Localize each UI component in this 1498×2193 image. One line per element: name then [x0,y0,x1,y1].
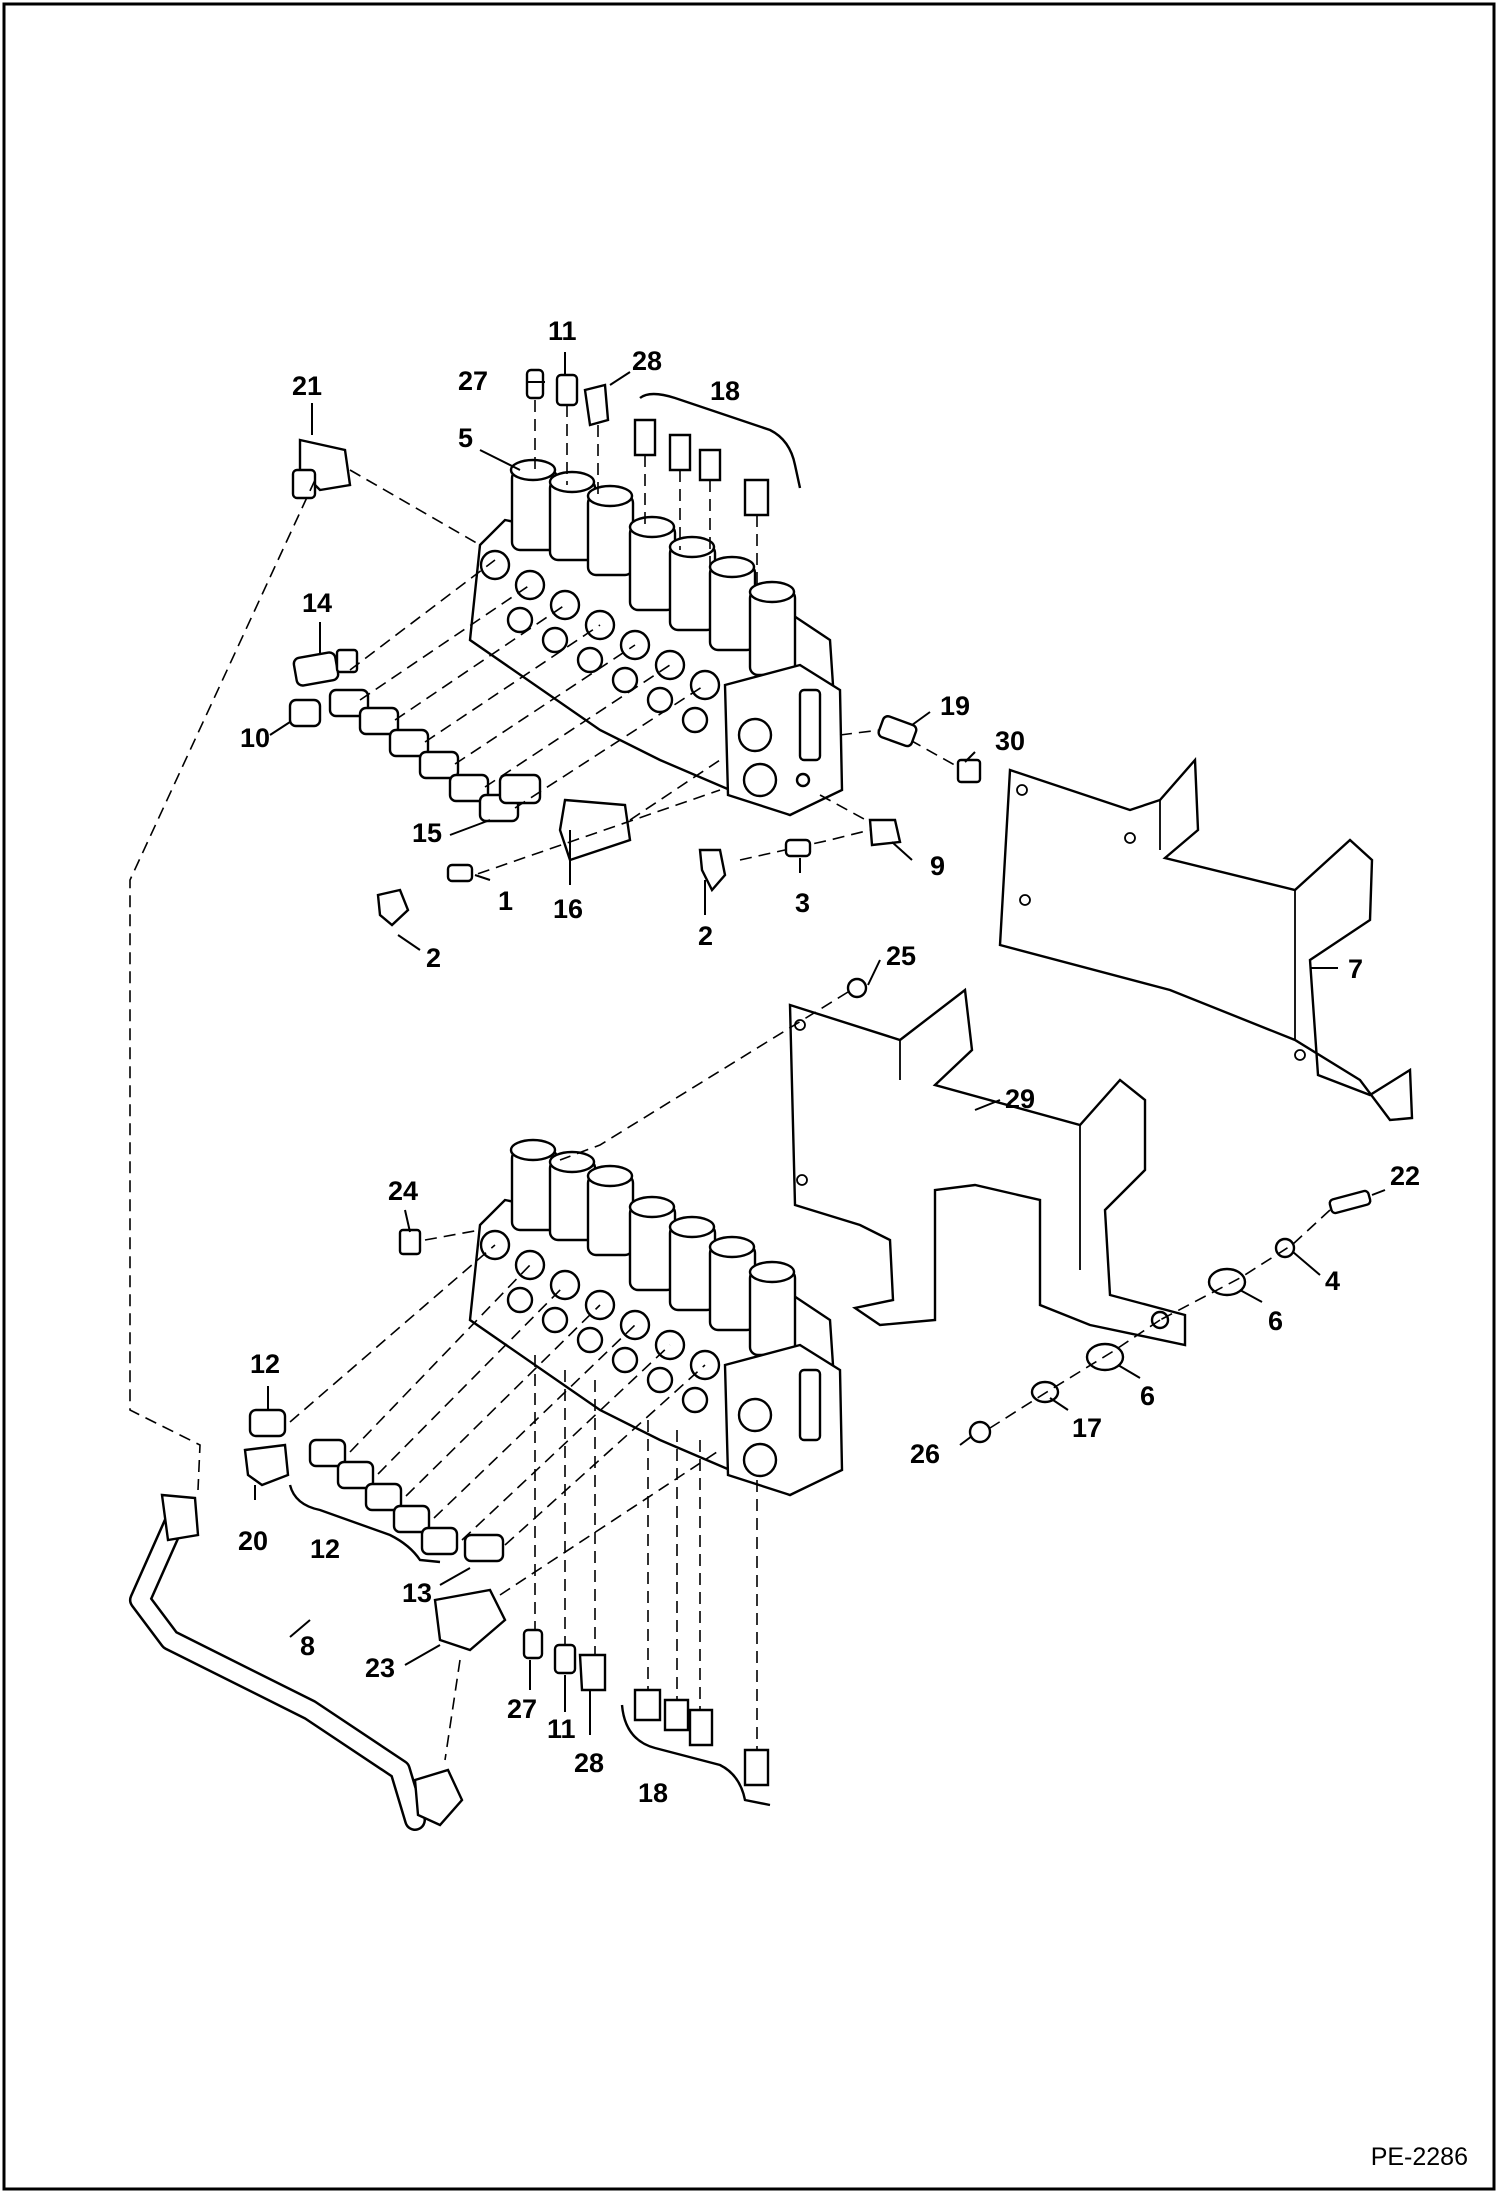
callout-25: 25 [886,941,916,971]
callouts: 21 27 11 28 18 5 14 10 19 30 15 1 16 2 2… [238,316,1420,1808]
callout-14: 14 [302,588,332,618]
callout-18-upper: 18 [710,376,740,406]
lower-valve-sections [509,1138,797,1357]
upper-valve-ports [479,549,721,734]
mounting-plate-29 [788,987,1187,1347]
callout-29: 29 [1005,1084,1035,1114]
callout-21: 21 [292,371,322,401]
elbow-fitting-21 [291,438,352,500]
callout-2-left: 2 [426,943,441,973]
callout-13: 13 [402,1578,432,1608]
leader-lines [254,352,1386,1735]
callout-5: 5 [458,423,473,453]
upper-small-fittings [376,818,902,927]
callout-28-lower: 28 [574,1748,604,1778]
tube-lower-dash [444,1659,461,1761]
lower-port-fittings [243,1244,721,1652]
lower-valve-ports [479,1229,721,1414]
callout-24: 24 [388,1176,418,1206]
callout-12-lower: 12 [310,1534,340,1564]
callout-17: 17 [1072,1413,1102,1443]
callout-23: 23 [365,1653,395,1683]
tube-8 [129,1493,464,1831]
callout-15: 15 [412,818,442,848]
callout-3: 3 [795,888,810,918]
brace-18-upper [639,392,802,489]
callout-18-lower: 18 [638,1778,668,1808]
drawing-code: PE-2286 [1371,2143,1468,2171]
callout-9: 9 [930,851,945,881]
brace-12-lower [288,1484,441,1564]
callout-16: 16 [553,894,583,924]
upper-port-fittings [288,648,632,862]
callout-27-lower: 27 [507,1694,537,1724]
callout-26: 26 [910,1439,940,1469]
callout-27-upper: 27 [458,366,488,396]
callout-4: 4 [1325,1266,1340,1296]
callout-7: 7 [1348,954,1363,984]
callout-2-right: 2 [698,921,713,951]
callout-30: 30 [995,726,1025,756]
callout-8: 8 [300,1631,315,1661]
callout-22: 22 [1390,1161,1420,1191]
callout-19: 19 [940,691,970,721]
callout-1: 1 [498,886,513,916]
upper-dash-lines [349,469,961,881]
callout-6-lower: 6 [1140,1381,1155,1411]
callout-11-upper: 11 [548,316,577,346]
callout-20: 20 [238,1526,268,1556]
brace-18-lower [620,1704,771,1807]
callout-10: 10 [240,723,270,753]
upper-valve-assembly [468,458,844,817]
callout-28-upper: 28 [632,346,662,376]
lower-valve-assembly [468,1138,844,1497]
upper-valve-sections [509,458,797,677]
callout-6-upper: 6 [1268,1306,1283,1336]
upper-top-fittings [525,368,770,590]
fasteners [398,977,1372,1444]
callout-11-lower: 11 [547,1714,576,1744]
mounting-plate-7 [998,756,1414,1122]
callout-12-upper: 12 [250,1349,280,1379]
lower-bottom-fittings [522,1355,770,1787]
check-valve-19 [877,715,982,784]
pressure-line-dash [129,479,316,1491]
